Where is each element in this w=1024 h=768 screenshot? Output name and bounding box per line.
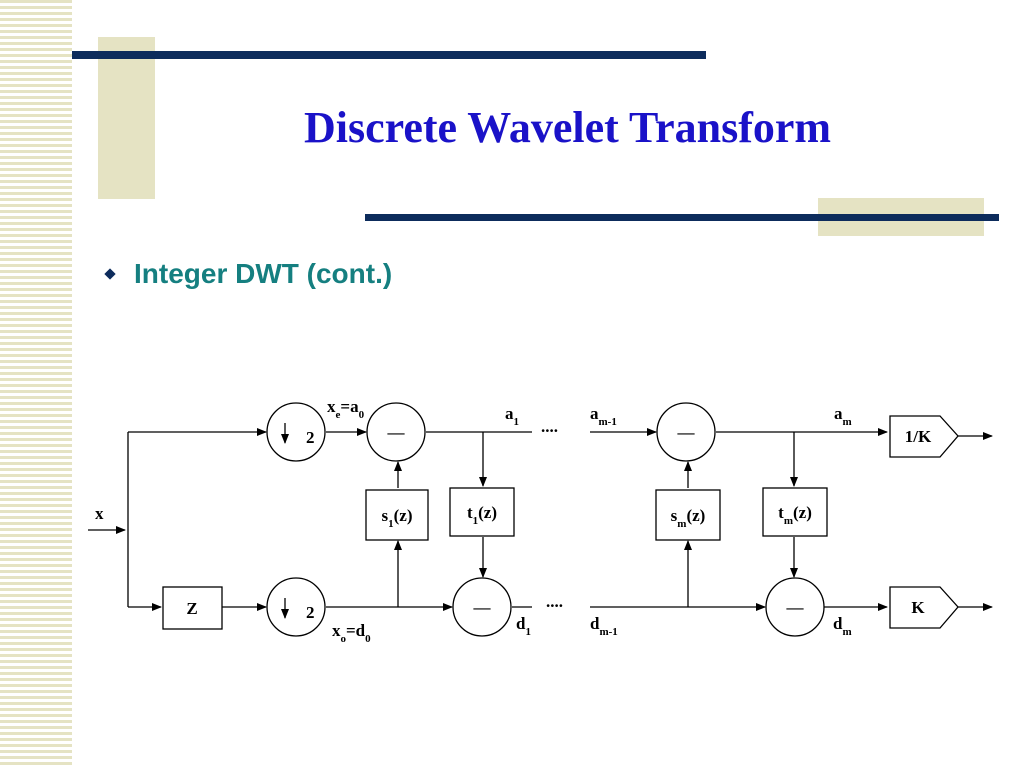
scale-bottom-label: K <box>911 598 925 617</box>
delay-label: Z <box>186 599 197 618</box>
ellipsis-top: .... <box>541 417 558 436</box>
dm-label: dm <box>833 614 852 638</box>
downsample-bottom-factor: 2 <box>306 603 315 622</box>
filter-t1-label: t1(z) <box>467 503 497 527</box>
bullet-item: Integer DWT (cont.) <box>104 258 393 290</box>
scale-block-bottom <box>889 586 959 629</box>
odd-label: xo=d0 <box>332 621 371 645</box>
filter-sm-label: sm(z) <box>671 506 706 530</box>
subtractor-d1 <box>452 577 512 637</box>
d1-label: d1 <box>516 614 531 638</box>
title-rule-top <box>72 51 706 59</box>
subtractor-am <box>656 402 716 462</box>
minus-sign: — <box>387 423 406 442</box>
minus-sign: — <box>677 423 696 442</box>
scale-block-top <box>889 415 959 458</box>
scale-top-label: 1/K <box>905 427 932 446</box>
downsample-top-factor: 2 <box>306 428 315 447</box>
input-label: x <box>95 504 104 523</box>
downsample-top <box>266 402 326 462</box>
title-rule-bottom <box>365 214 999 221</box>
a1-label: a1 <box>505 404 519 428</box>
minus-sign: — <box>786 598 805 617</box>
left-stripe-decoration <box>0 0 72 768</box>
filter-tm <box>762 487 828 537</box>
delay-block <box>162 586 223 630</box>
minus-sign: — <box>473 598 492 617</box>
filter-t1 <box>449 487 515 537</box>
even-label: xe=a0 <box>327 397 365 421</box>
downsample-bottom <box>266 577 326 637</box>
title-accent-block-left <box>98 37 155 199</box>
filter-sm <box>655 489 721 541</box>
slide-title: Discrete Wavelet Transform <box>303 103 832 152</box>
bullet-text: Integer DWT (cont.) <box>134 258 393 289</box>
filter-s1 <box>365 489 429 541</box>
subtractor-dm <box>765 577 825 637</box>
ellipsis-bottom: .... <box>546 592 563 611</box>
am-label: am <box>834 404 852 428</box>
am1-label: am-1 <box>590 404 617 428</box>
filter-s1-label: s1(z) <box>382 506 413 530</box>
dm1-label: dm-1 <box>590 614 618 638</box>
subtractor-a1 <box>366 402 426 462</box>
filter-tm-label: tm(z) <box>778 503 812 527</box>
